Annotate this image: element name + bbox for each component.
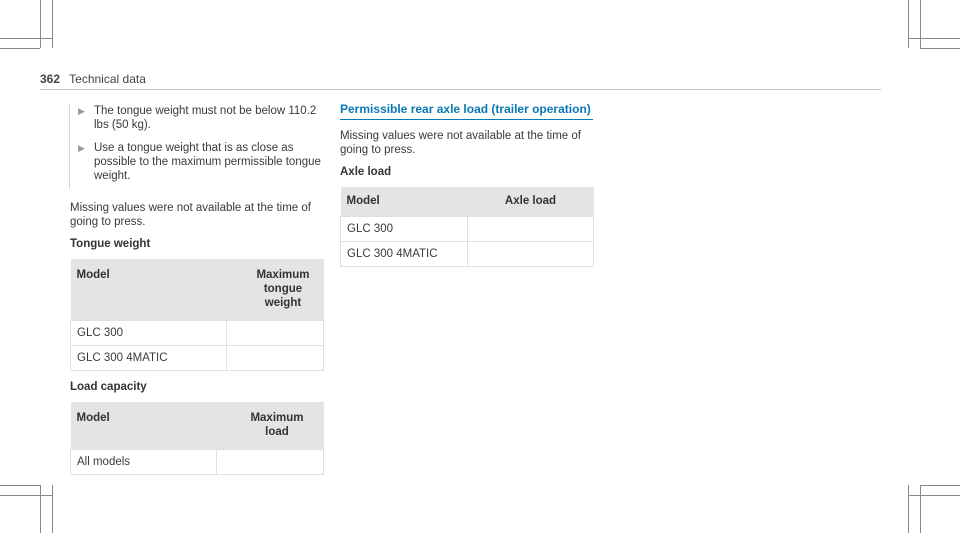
axle-load-heading: Axle load (340, 166, 392, 178)
table-cell-model: GLC 300 4MATIC (340, 241, 468, 267)
table-cell-model: All models (70, 449, 217, 475)
crop-mark (920, 485, 921, 533)
crop-mark (920, 0, 921, 48)
table-cell-value (467, 216, 594, 242)
crop-mark (908, 38, 960, 39)
instruction-list: ▶ The tongue weight must not be below 11… (69, 104, 324, 189)
instruction-text: Use a tongue weight that is as close as … (94, 142, 321, 182)
crop-mark (0, 48, 40, 49)
table-row: All models (70, 449, 325, 475)
crop-mark (908, 495, 960, 496)
crop-mark (0, 495, 52, 496)
left-column: ▶ The tongue weight must not be below 11… (69, 104, 325, 475)
right-column: Permissible rear axle load (trailer oper… (340, 102, 596, 267)
table-cell-value (467, 241, 594, 267)
crop-mark (52, 0, 53, 48)
column-header-model: Model (340, 187, 468, 217)
axle-load-table: Model Axle load GLC 300 GLC 300 4MATIC (340, 187, 594, 267)
missing-values-note: Missing values were not available at the… (70, 202, 311, 228)
tongue-weight-heading: Tongue weight (70, 238, 151, 250)
instruction-item: ▶ The tongue weight must not be below 11… (78, 104, 324, 132)
load-capacity-heading: Load capacity (70, 381, 147, 393)
table-row: GLC 300 (70, 320, 325, 346)
table-row: GLC 300 4MATIC (70, 345, 325, 371)
table-cell-model: GLC 300 (70, 320, 227, 346)
crop-mark (0, 38, 52, 39)
table-header-row: Model Maximum load (70, 402, 324, 450)
table-row: GLC 300 (340, 216, 594, 242)
arrow-right-icon: ▶ (78, 106, 85, 116)
table-cell-value (225, 345, 325, 371)
table-cell-value (225, 320, 325, 346)
instruction-item: ▶ Use a tongue weight that is as close a… (78, 141, 324, 183)
load-capacity-table: Model Maximum load All models (70, 402, 325, 475)
table-cell-value (215, 449, 325, 475)
table-cell-model: GLC 300 4MATIC (70, 345, 227, 371)
column-header-model: Model (70, 259, 227, 321)
crop-mark (40, 485, 41, 533)
column-header-max-tongue-weight: Maximum tongue weight (226, 259, 324, 321)
table-header-row: Model Axle load (340, 187, 594, 217)
running-header: 362 Technical data (40, 72, 146, 86)
crop-mark (920, 485, 960, 486)
crop-mark (920, 48, 960, 49)
crop-mark (0, 485, 40, 486)
chapter-title: Technical data (69, 72, 146, 86)
crop-mark (908, 0, 909, 48)
section-title: Permissible rear axle load (trailer oper… (340, 102, 593, 120)
arrow-right-icon: ▶ (78, 143, 85, 153)
instruction-text: The tongue weight must not be below 110.… (94, 105, 317, 131)
missing-values-note: Missing values were not available at the… (340, 130, 581, 156)
table-cell-model: GLC 300 (340, 216, 468, 242)
column-header-model: Model (70, 402, 217, 450)
crop-mark (908, 485, 909, 533)
crop-mark (40, 0, 41, 48)
table-header-row: Model Maximum tongue weight (70, 259, 324, 321)
column-header-axle-load: Axle load (467, 187, 594, 217)
tongue-weight-table: Model Maximum tongue weight GLC 300 GLC … (70, 259, 325, 371)
crop-mark (52, 485, 53, 533)
header-rule (40, 89, 881, 90)
column-header-max-load: Maximum load (216, 402, 324, 450)
page-number: 362 (40, 72, 61, 86)
table-row: GLC 300 4MATIC (340, 241, 594, 267)
